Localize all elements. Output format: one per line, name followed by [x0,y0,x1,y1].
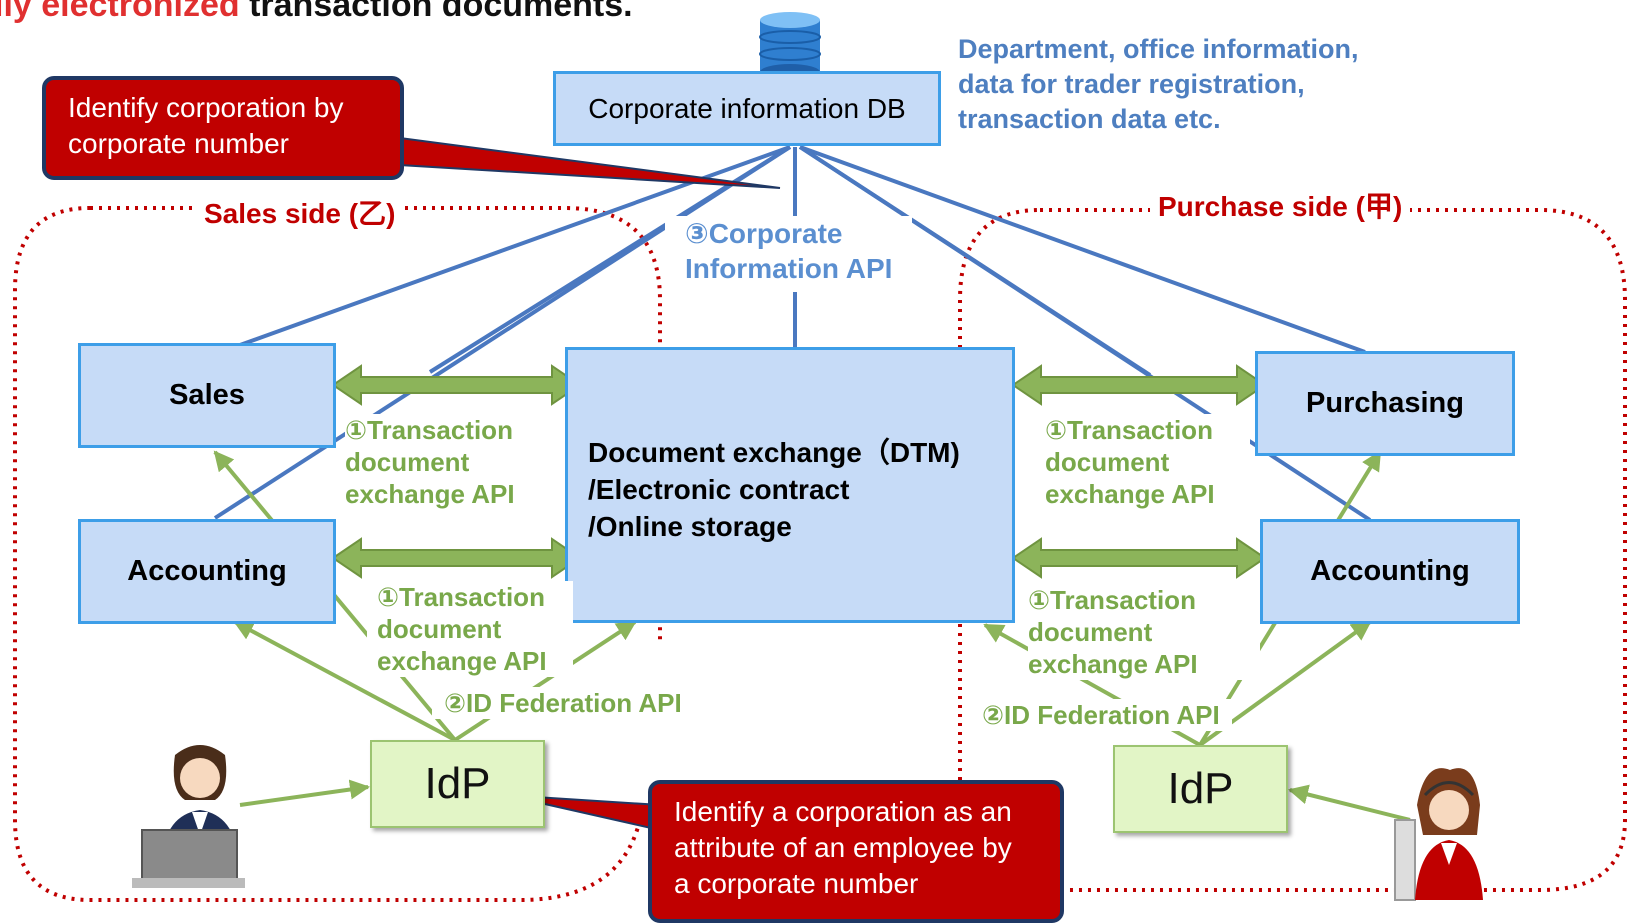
database-icon [759,12,821,80]
double-arrow-accounting-dtm-left [331,537,582,579]
corporate-db-box[interactable]: Corporate information DB [553,71,941,146]
purchase-side-region [958,208,1627,892]
callout-corporate-number: Identify corporation by corporate number [42,76,404,180]
id-federation-label-purchase: ②ID Federation API [970,699,1232,731]
user-laptop-icon [132,745,245,888]
idp-right-box[interactable]: IdP [1113,745,1288,833]
connector-db-accounting-left [213,145,792,520]
header-title: lly electronized transaction documents. [0,0,633,25]
arrow-idp-accounting-left [233,620,456,742]
arrow-user-idp-right [1288,784,1411,822]
sales-side-label: Sales side (乙) [196,192,404,232]
callout-employee-attribute: Identify a corporation as an attribute o… [648,780,1064,923]
transaction-api-label-sales-bottom: ①Transaction document exchange API [367,581,573,677]
dtm-line-3: /Online storage [588,511,792,542]
accounting-right-box-label: Accounting [1310,555,1470,587]
arrow-user-idp-left [239,779,370,807]
transaction-api-label-purchase-bottom: ①Transaction document exchange API [1028,584,1260,680]
header-title-highlight: lly electronized [0,0,240,24]
idp-left-label: IdP [424,759,491,808]
idp-left-box[interactable]: IdP [370,740,545,828]
sales-box[interactable]: Sales [78,343,336,448]
sales-box-label: Sales [169,379,245,411]
user-headset-icon [1394,768,1483,901]
purchasing-box[interactable]: Purchasing [1255,351,1515,456]
double-arrow-dtm-accounting-right [1011,537,1267,579]
purchase-side-label: Purchase side (甲) [1150,185,1411,225]
transaction-api-label-purchase-top: ①Transaction document exchange API [1045,414,1250,510]
arrow-idp-dtm-left [453,620,637,742]
accounting-left-box[interactable]: Accounting [78,519,336,624]
corporate-info-api-label: ③Corporate Information API [665,216,913,292]
corporate-db-note: Department, office information, data for… [958,34,1359,134]
dtm-box[interactable]: Document exchange（DTM) /Electronic contr… [565,347,1015,623]
double-arrow-dtm-purchasing [1011,364,1267,406]
connector-db-purchasing [799,145,1366,354]
purchasing-box-label: Purchasing [1306,387,1464,419]
transaction-api-label-sales-top: ①Transaction document exchange API [345,414,555,510]
dtm-line-2: /Electronic contract [588,474,850,505]
corporate-db-label: Corporate information DB [588,92,906,124]
connector-db-accounting-right [798,145,1372,522]
double-arrow-sales-dtm [331,364,582,406]
id-federation-label-sales: ②ID Federation API [432,687,694,719]
accounting-left-box-label: Accounting [127,555,287,587]
dtm-line-1: Document exchange（DTM) [588,437,960,468]
idp-right-label: IdP [1167,764,1234,813]
sales-side-region [13,206,662,902]
header-title-rest: transaction documents. [239,0,633,24]
accounting-right-box[interactable]: Accounting [1260,519,1520,624]
